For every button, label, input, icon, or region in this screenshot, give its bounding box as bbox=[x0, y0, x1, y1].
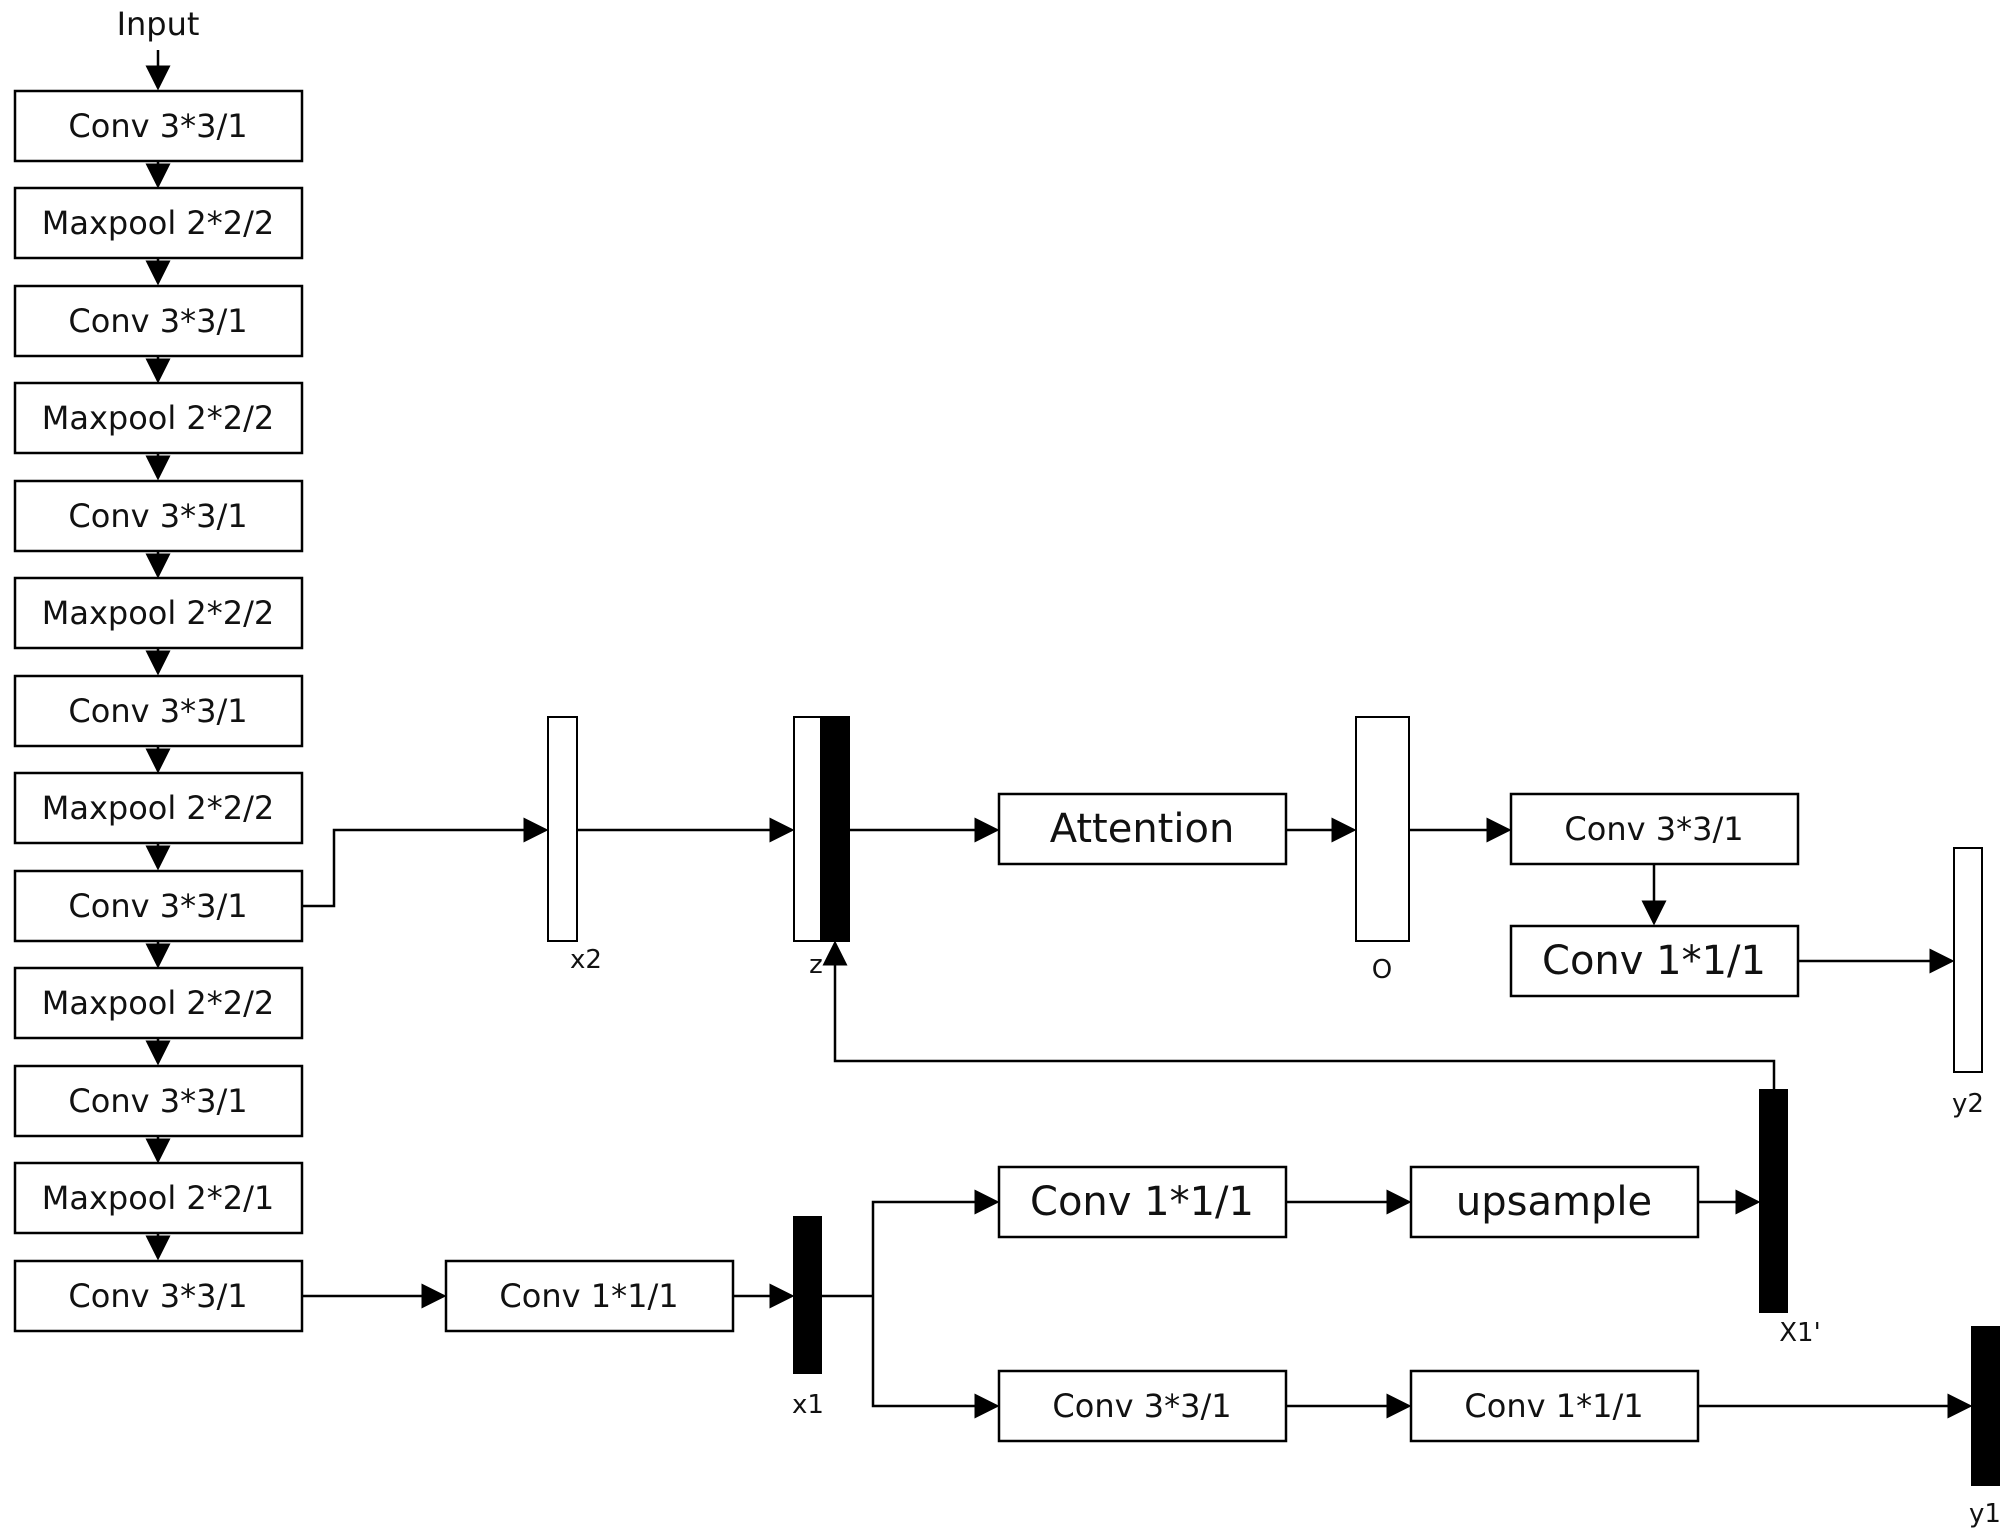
tensor-x1-label: x1 bbox=[792, 1390, 824, 1420]
backbone-block-7-label: Conv 3*3/1 bbox=[68, 692, 247, 730]
backbone-block-12 bbox=[13, 1161, 304, 1235]
edge-x1up-to-z bbox=[822, 940, 1776, 1090]
head1-conv1-block bbox=[1409, 1369, 1700, 1443]
upsample-conv1-block bbox=[997, 1165, 1288, 1239]
input-label: Input bbox=[117, 5, 200, 43]
backbone-block-1-label: Conv 3*3/1 bbox=[68, 107, 247, 145]
backbone-block-10-label: Maxpool 2*2/2 bbox=[42, 984, 275, 1022]
backbone-block-6 bbox=[13, 576, 304, 650]
backbone-block-3-label: Conv 3*3/1 bbox=[68, 302, 247, 340]
edge-x1-to-head1-conv3 bbox=[871, 1296, 1000, 1419]
tensor-y1 bbox=[1971, 1326, 2000, 1486]
tensor-o-label: O bbox=[1372, 955, 1392, 985]
backbone-block-2 bbox=[13, 186, 304, 260]
head2-conv1-block bbox=[1509, 924, 1800, 998]
tensor-x1 bbox=[793, 1216, 822, 1374]
tensor-z-left bbox=[793, 716, 822, 942]
edge-x1-to-upsample-conv bbox=[871, 1189, 1000, 1296]
tensor-x1-up bbox=[1759, 1089, 1788, 1313]
upper-branch: x2 z Attention O Conv 3*3/1 Conv 1*1/1 y… bbox=[302, 716, 1984, 1119]
tensor-y1-label: y1 bbox=[1969, 1499, 2001, 1529]
backbone-block-5-label: Conv 3*3/1 bbox=[68, 497, 247, 535]
backbone-block-4-label: Maxpool 2*2/2 bbox=[42, 399, 275, 437]
backbone-block-8 bbox=[13, 771, 304, 845]
edge-backbone-to-x2 bbox=[302, 817, 549, 908]
upsample-block-label: upsample bbox=[1456, 1179, 1652, 1225]
backbone-block-7 bbox=[13, 674, 304, 748]
backbone-block-10 bbox=[13, 966, 304, 1040]
backbone-block-2-label: Maxpool 2*2/2 bbox=[42, 204, 275, 242]
head1-conv3-block-label: Conv 3*3/1 bbox=[1052, 1387, 1231, 1425]
lower-branch: Conv 1*1/1 x1 Conv 1*1/1 upsample X1' Co… bbox=[302, 1089, 2001, 1529]
backbone-block-9 bbox=[13, 869, 304, 943]
head2-conv1-block-label: Conv 1*1/1 bbox=[1542, 938, 1766, 984]
tensor-x2-label: x2 bbox=[570, 945, 602, 975]
backbone-block-13 bbox=[13, 1259, 304, 1333]
backbone-block-4 bbox=[13, 381, 304, 455]
upsample-block bbox=[1409, 1165, 1700, 1239]
backbone-block-6-label: Maxpool 2*2/2 bbox=[42, 594, 275, 632]
tensor-z-right bbox=[820, 716, 850, 942]
backbone-block-8-label: Maxpool 2*2/2 bbox=[42, 789, 275, 827]
head2-conv3-block bbox=[1509, 792, 1800, 866]
upsample-conv1-block-label: Conv 1*1/1 bbox=[1030, 1179, 1254, 1225]
backbone-column: Conv 3*3/1 Maxpool 2*2/2 Conv 3*3/1 Maxp… bbox=[13, 89, 304, 1333]
tensor-x1-up-label: X1' bbox=[1779, 1318, 1821, 1348]
backbone-block-11 bbox=[13, 1064, 304, 1138]
backbone-block-5 bbox=[13, 479, 304, 553]
head2-conv3-block-label: Conv 3*3/1 bbox=[1564, 810, 1743, 848]
attention-block bbox=[997, 792, 1288, 866]
backbone-block-9-label: Conv 3*3/1 bbox=[68, 887, 247, 925]
tensor-y2-label: y2 bbox=[1952, 1089, 1984, 1119]
tensor-y2 bbox=[1953, 847, 1983, 1073]
head1-conv1-block-label: Conv 1*1/1 bbox=[1464, 1387, 1643, 1425]
backbone-block-3 bbox=[13, 284, 304, 358]
backbone-block-12-label: Maxpool 2*2/1 bbox=[42, 1179, 275, 1217]
x1-conv1-block-label: Conv 1*1/1 bbox=[499, 1277, 678, 1315]
backbone-block-13-label: Conv 3*3/1 bbox=[68, 1277, 247, 1315]
x1-conv1-block bbox=[444, 1259, 735, 1333]
backbone-block-11-label: Conv 3*3/1 bbox=[68, 1082, 247, 1120]
attention-block-label: Attention bbox=[1050, 806, 1235, 852]
tensor-x2 bbox=[547, 716, 578, 942]
tensor-z-label: z bbox=[809, 950, 823, 980]
tensor-o bbox=[1355, 716, 1410, 942]
